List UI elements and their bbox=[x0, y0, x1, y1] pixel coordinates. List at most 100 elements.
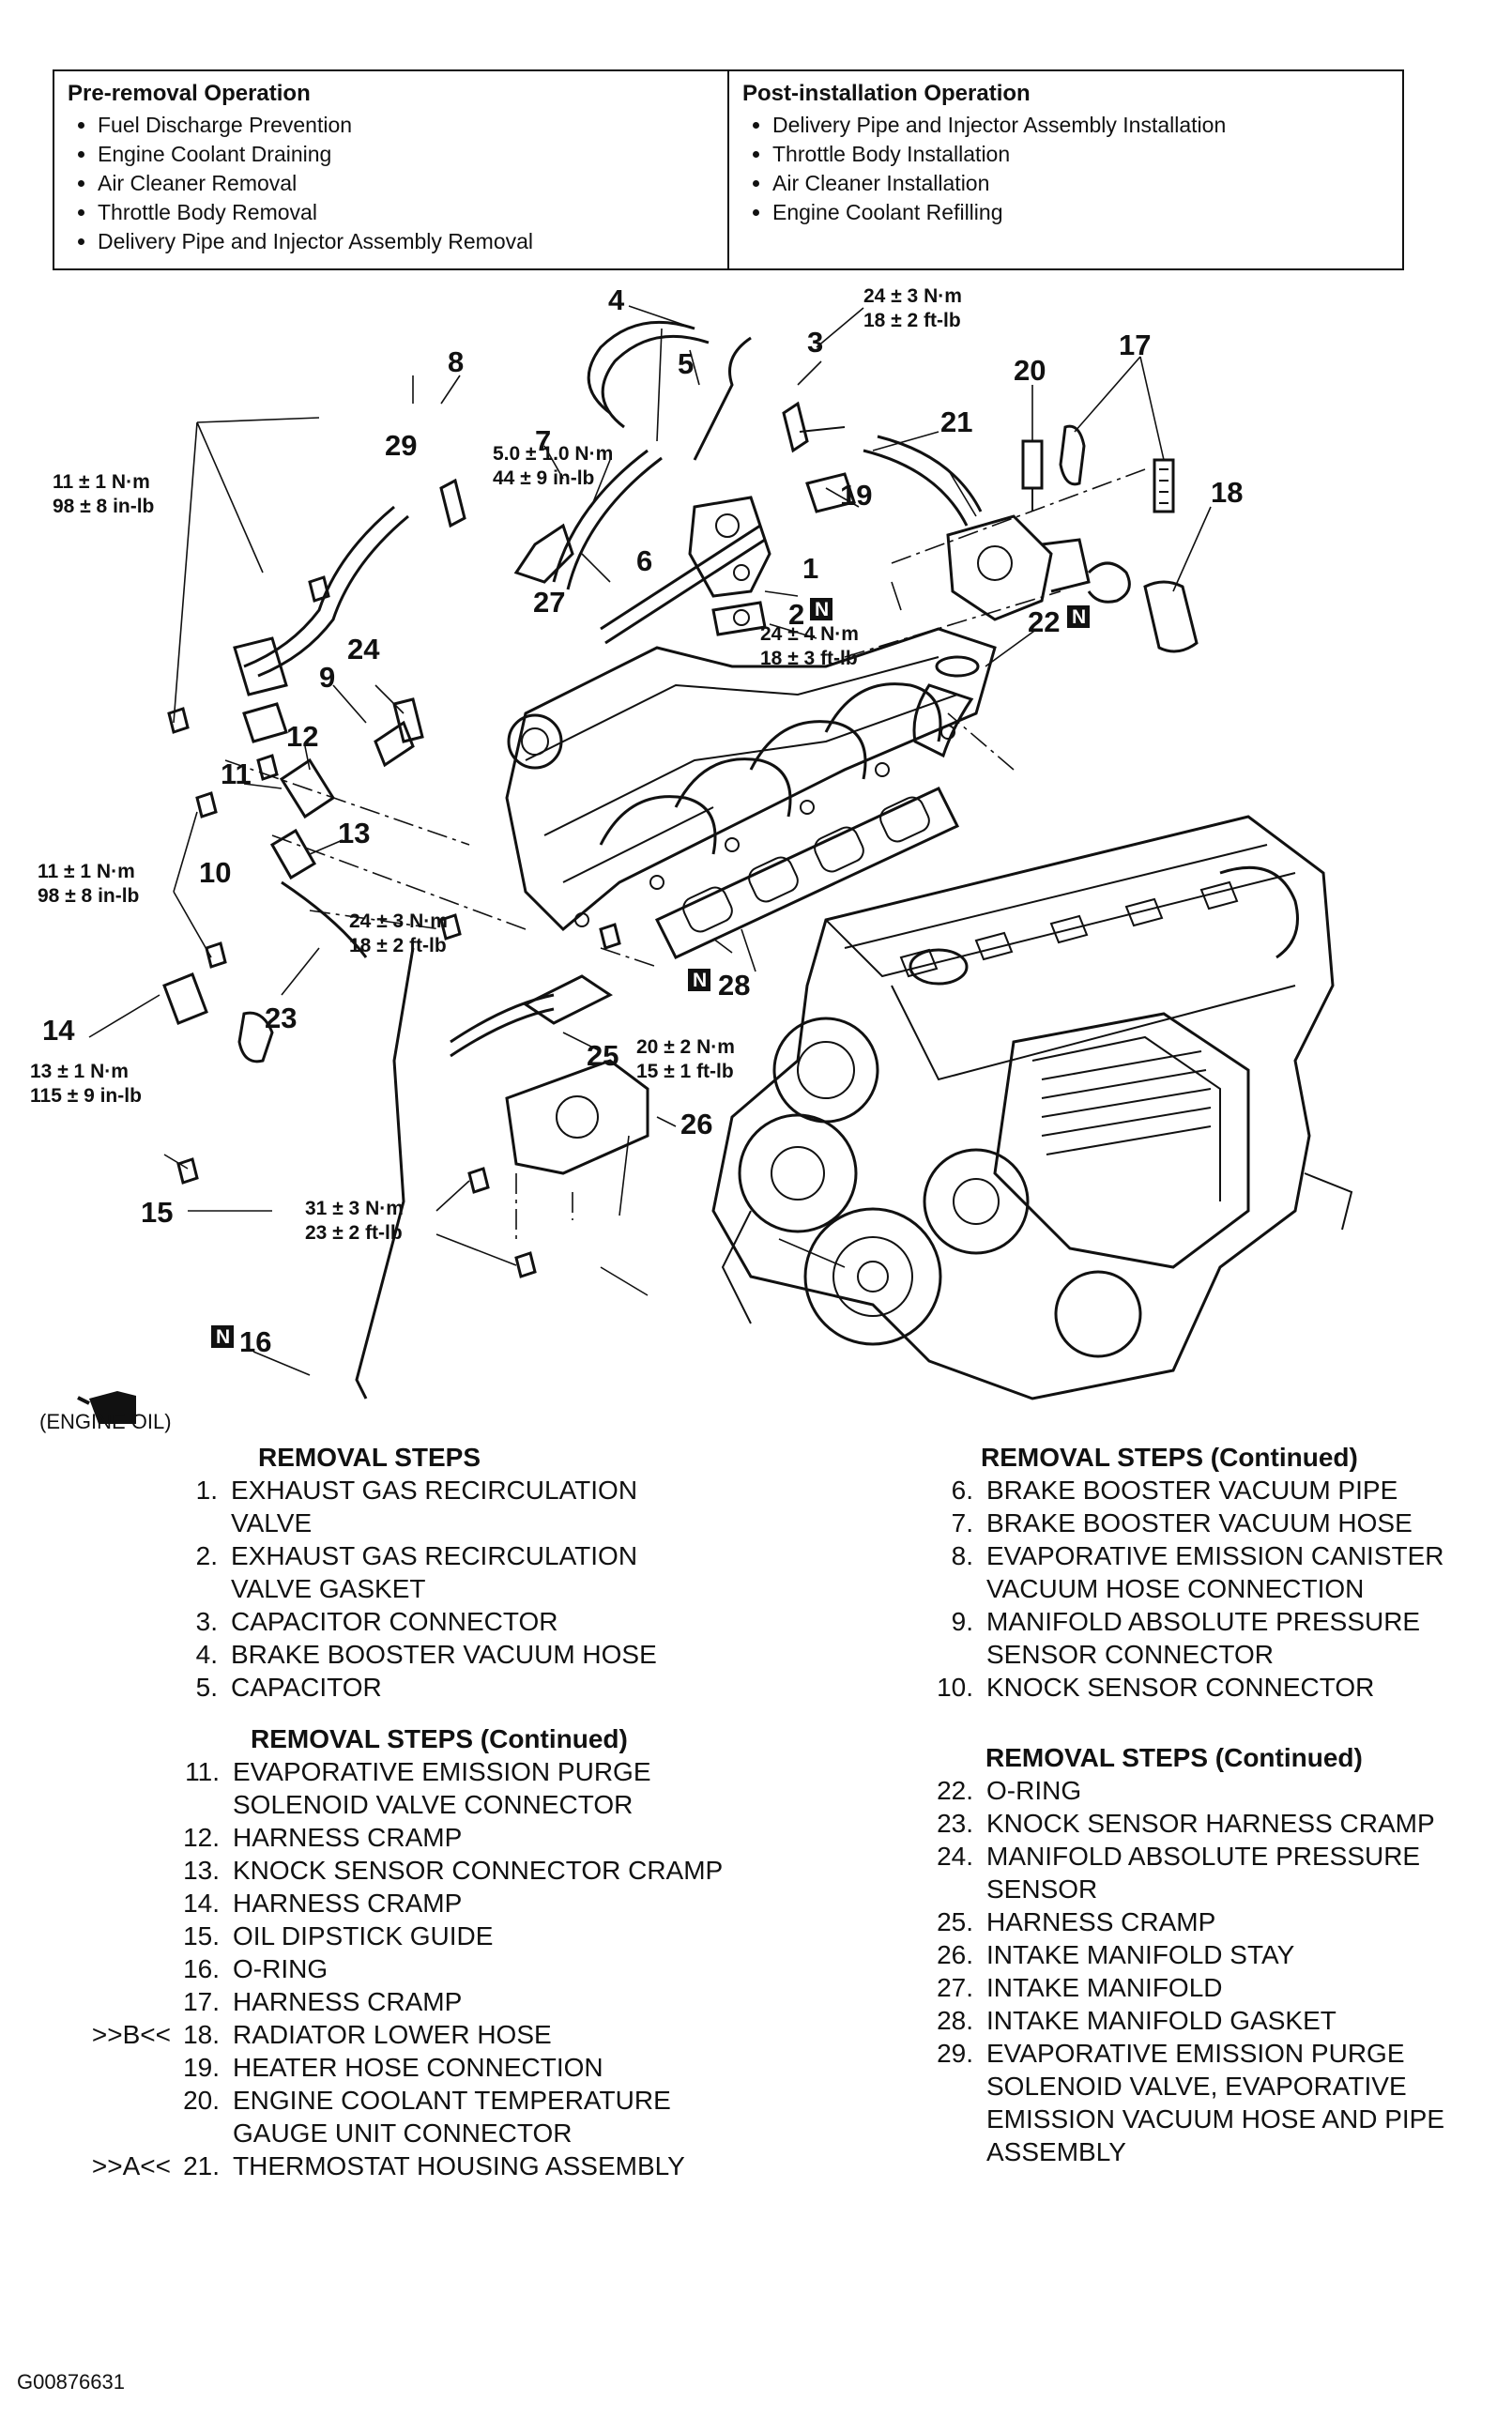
operations-table: Pre-removal Operation Fuel Discharge Pre… bbox=[53, 69, 1404, 270]
callout-13: 13 bbox=[338, 817, 370, 849]
removal-steps-list: 11.EVAPORATIVE EMISSION PURGE SOLENOID V… bbox=[86, 1755, 762, 2182]
badge-n-22: N bbox=[1072, 606, 1086, 628]
removal-steps-6-10: REMOVAL STEPS (Continued) 6.BRAKE BOOSTE… bbox=[924, 1441, 1459, 1704]
list-item: 8.EVAPORATIVE EMISSION CANISTER VACUUM H… bbox=[951, 1541, 1444, 1603]
list-item: 29.EVAPORATIVE EMISSION PURGE SOLENOID V… bbox=[937, 2039, 1445, 2166]
torque-egr-nm: 24 ± 4 N·m bbox=[760, 623, 859, 645]
callout-24: 24 bbox=[347, 633, 380, 665]
post-installation-list: Delivery Pipe and Injector Assembly Inst… bbox=[742, 111, 1389, 227]
callout-23: 23 bbox=[265, 1002, 297, 1034]
callout-2: 2 bbox=[788, 598, 804, 631]
list-item: 2.EXHAUST GAS RECIRCULATION VALVE GASKET bbox=[195, 1541, 638, 1603]
list-item: 7.BRAKE BOOSTER VACUUM HOSE bbox=[951, 1508, 1413, 1537]
pre-removal-title: Pre-removal Operation bbox=[68, 81, 311, 106]
callout-28: 28 bbox=[718, 969, 750, 1002]
callout-4: 4 bbox=[608, 283, 625, 316]
list-item: Throttle Body Installation bbox=[772, 140, 1389, 169]
list-item: 10.KNOCK SENSOR CONNECTOR bbox=[937, 1673, 1375, 1702]
torque-capacitor-inlb: 44 ± 9 in-lb bbox=[493, 467, 594, 489]
exploded-parts-diagram: 1 2 3 4 5 6 7 8 9 10 11 12 13 14 15 16 1… bbox=[30, 283, 1353, 1433]
torque-left2-nm: 11 ± 1 N·m bbox=[38, 861, 135, 882]
list-item: 24.MANIFOLD ABSOLUTE PRESSURE SENSOR bbox=[937, 1842, 1421, 1904]
callout-9: 9 bbox=[319, 661, 335, 694]
callout-5: 5 bbox=[678, 347, 694, 380]
torque-stay-nm: 31 ± 3 N·m bbox=[305, 1198, 404, 1219]
callout-29: 29 bbox=[385, 429, 417, 462]
figure-id: G00876631 bbox=[17, 2370, 125, 2394]
removal-steps-11-21: REMOVAL STEPS (Continued) 11.EVAPORATIVE… bbox=[86, 1722, 762, 2182]
list-item: 22.O-RING bbox=[937, 1776, 1082, 1805]
removal-steps-heading: REMOVAL STEPS (Continued) bbox=[985, 1743, 1363, 1772]
engine-oil-label: (ENGINE OIL) bbox=[39, 1410, 172, 1433]
removal-steps-1-5: REMOVAL STEPS 1.EXHAUST GAS RECIRCULATIO… bbox=[169, 1441, 695, 1704]
callout-20: 20 bbox=[1014, 354, 1046, 387]
callout-6: 6 bbox=[636, 544, 652, 577]
callout-10: 10 bbox=[199, 856, 231, 889]
callout-27: 27 bbox=[533, 586, 565, 619]
badge-n-16: N bbox=[216, 1326, 230, 1348]
torque-egr-ftlb: 18 ± 3 ft-lb bbox=[760, 648, 858, 669]
callout-26: 26 bbox=[680, 1108, 712, 1140]
torque-top-ftlb: 18 ± 2 ft-lb bbox=[863, 310, 961, 331]
removal-steps-heading: REMOVAL STEPS (Continued) bbox=[981, 1443, 1358, 1472]
list-item: Delivery Pipe and Injector Assembly Inst… bbox=[772, 111, 1389, 140]
list-item: >>A<<21.THERMOSTAT HOUSING ASSEMBLY bbox=[91, 2151, 685, 2180]
list-item: 11.EVAPORATIVE EMISSION PURGE SOLENOID V… bbox=[185, 1757, 651, 1819]
badge-n-28: N bbox=[693, 970, 707, 991]
torque-left1-inlb: 98 ± 8 in-lb bbox=[53, 496, 154, 517]
list-item: 25.HARNESS CRAMP bbox=[937, 1907, 1216, 1936]
callout-17: 17 bbox=[1119, 329, 1151, 361]
list-item: 28.INTAKE MANIFOLD GASKET bbox=[937, 2006, 1336, 2035]
list-item: 14.HARNESS CRAMP bbox=[183, 1889, 463, 1918]
list-item: 1.EXHAUST GAS RECIRCULATION VALVE bbox=[195, 1476, 638, 1537]
list-item: 26.INTAKE MANIFOLD STAY bbox=[937, 1940, 1295, 1969]
removal-steps-list: 22.O-RING 23.KNOCK SENSOR HARNESS CRAMP … bbox=[924, 1774, 1478, 2168]
callout-8: 8 bbox=[448, 345, 464, 378]
list-item: 19.HEATER HOSE CONNECTION bbox=[183, 2053, 603, 2082]
callout-22: 22 bbox=[1028, 605, 1060, 638]
callout-labels: 1 2 3 4 5 6 7 8 9 10 11 12 13 14 15 16 1… bbox=[42, 283, 1243, 1358]
badge-n-2: N bbox=[815, 599, 829, 620]
callout-16: 16 bbox=[239, 1325, 271, 1358]
list-item: Fuel Discharge Prevention bbox=[98, 111, 714, 140]
list-item: 20.ENGINE COOLANT TEMPERATURE GAUGE UNIT… bbox=[183, 2086, 671, 2148]
oil-can-icon bbox=[77, 1391, 136, 1424]
list-item: Air Cleaner Installation bbox=[772, 169, 1389, 198]
torque-manifold-ftlb: 15 ± 1 ft-lb bbox=[636, 1061, 734, 1082]
list-item: 27.INTAKE MANIFOLD bbox=[937, 1973, 1223, 2002]
list-item: Engine Coolant Draining bbox=[98, 140, 714, 169]
leader-lines bbox=[88, 305, 1212, 1376]
list-item: Throttle Body Removal bbox=[98, 198, 714, 227]
egr-valve-drawing bbox=[688, 496, 771, 636]
list-item: 13.KNOCK SENSOR CONNECTOR CRAMP bbox=[183, 1856, 724, 1885]
torque-capacitor-nm: 5.0 ± 1.0 N·m bbox=[493, 443, 613, 465]
list-item: 4.BRAKE BOOSTER VACUUM HOSE bbox=[195, 1640, 657, 1669]
pre-removal-column: Pre-removal Operation Fuel Discharge Pre… bbox=[54, 71, 727, 268]
callout-18: 18 bbox=[1211, 476, 1243, 509]
torque-top-nm: 24 ± 3 N·m bbox=[863, 285, 962, 307]
thermostat-housing-drawing bbox=[805, 424, 1199, 758]
removal-steps-list: 6.BRAKE BOOSTER VACUUM PIPE 7.BRAKE BOOS… bbox=[924, 1474, 1459, 1704]
removal-steps-22-29: REMOVAL STEPS (Continued) 22.O-RING 23.K… bbox=[924, 1741, 1478, 2168]
list-item: Air Cleaner Removal bbox=[98, 169, 714, 198]
intake-manifold-gasket-drawing bbox=[654, 787, 960, 959]
torque-dipstick-nm: 13 ± 1 N·m bbox=[30, 1061, 129, 1082]
callout-11: 11 bbox=[221, 757, 252, 790]
list-item: 12.HARNESS CRAMP bbox=[183, 1823, 463, 1852]
removal-steps-heading: REMOVAL STEPS bbox=[258, 1443, 481, 1472]
torque-knock-ftlb: 18 ± 2 ft-lb bbox=[349, 935, 447, 956]
torque-manifold-nm: 20 ± 2 N·m bbox=[636, 1036, 735, 1058]
callout-14: 14 bbox=[42, 1014, 75, 1047]
torque-dipstick-inlb: 115 ± 9 in-lb bbox=[30, 1085, 142, 1107]
post-installation-column: Post-installation Operation Delivery Pip… bbox=[727, 71, 1402, 268]
list-item: Engine Coolant Refilling bbox=[772, 198, 1389, 227]
purge-valve-assembly-drawing bbox=[233, 478, 466, 1400]
torque-stay-ftlb: 23 ± 2 ft-lb bbox=[305, 1222, 403, 1244]
torque-specs: 24 ± 3 N·m 18 ± 2 ft-lb 5.0 ± 1.0 N·m 44… bbox=[30, 285, 962, 1244]
new-part-badges: N N N N bbox=[211, 598, 1090, 1348]
list-item: 15.OIL DIPSTICK GUIDE bbox=[183, 1921, 494, 1950]
removal-steps-heading: REMOVAL STEPS (Continued) bbox=[251, 1724, 628, 1753]
list-item: Delivery Pipe and Injector Assembly Remo… bbox=[98, 227, 714, 256]
list-item: 23.KNOCK SENSOR HARNESS CRAMP bbox=[937, 1809, 1435, 1838]
list-item: 5.CAPACITOR bbox=[195, 1673, 382, 1702]
